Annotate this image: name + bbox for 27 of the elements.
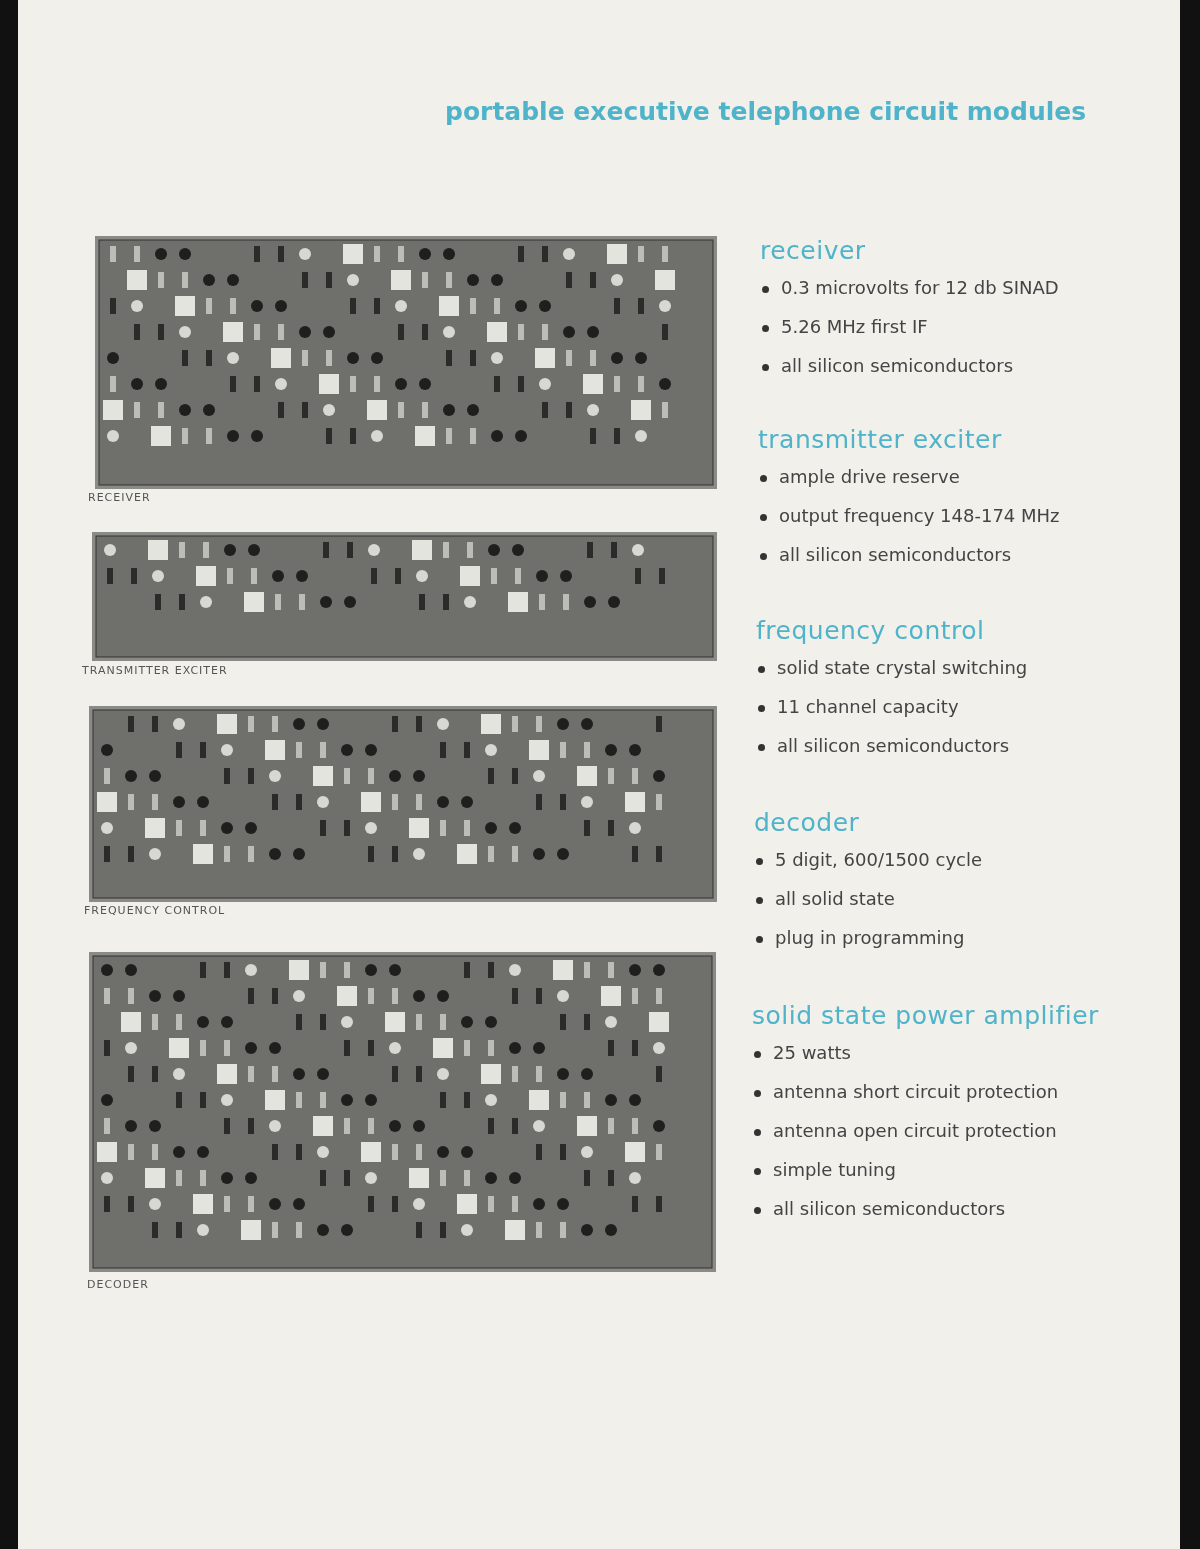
feature-text: antenna open circuit protection (773, 1120, 1057, 1141)
feature-text: output frequency 148-174 MHz (779, 505, 1060, 526)
feature-text: all silicon semiconductors (777, 735, 1010, 756)
feature-text: 5.26 MHz first IF (781, 316, 928, 337)
section-heading: frequency control (756, 616, 985, 645)
photo-caption: RECEIVER (88, 491, 151, 504)
feature-text: antenna short circuit protection (773, 1081, 1059, 1102)
section-heading: decoder (754, 808, 860, 837)
feature-text: all silicon semiconductors (773, 1198, 1006, 1219)
feature-text: ample drive reserve (779, 466, 960, 487)
feature-text: 11 channel capacity (777, 696, 959, 717)
photo-caption: FREQUENCY CONTROL (84, 904, 226, 917)
section-heading: transmitter exciter (758, 425, 1002, 454)
page-title: portable executive telephone circuit modules (445, 97, 1087, 126)
feature-text: all silicon semiconductors (781, 355, 1014, 376)
feature-text: simple tuning (773, 1159, 896, 1180)
feature-text: 25 watts (773, 1042, 851, 1063)
feature-text: solid state crystal switching (777, 657, 1028, 678)
feature-text: all silicon semiconductors (779, 544, 1012, 565)
photo-caption: TRANSMITTER EXCITER (82, 664, 228, 677)
feature-text: all solid state (775, 888, 895, 909)
feature-text: 0.3 microvolts for 12 db SINAD (781, 277, 1059, 298)
section-heading: receiver (760, 236, 866, 265)
feature-text: 5 digit, 600/1500 cycle (775, 849, 982, 870)
section-heading: solid state power amplifier (752, 1001, 1099, 1030)
feature-text: plug in programming (775, 927, 965, 948)
photo-caption: DECODER (87, 1278, 149, 1291)
